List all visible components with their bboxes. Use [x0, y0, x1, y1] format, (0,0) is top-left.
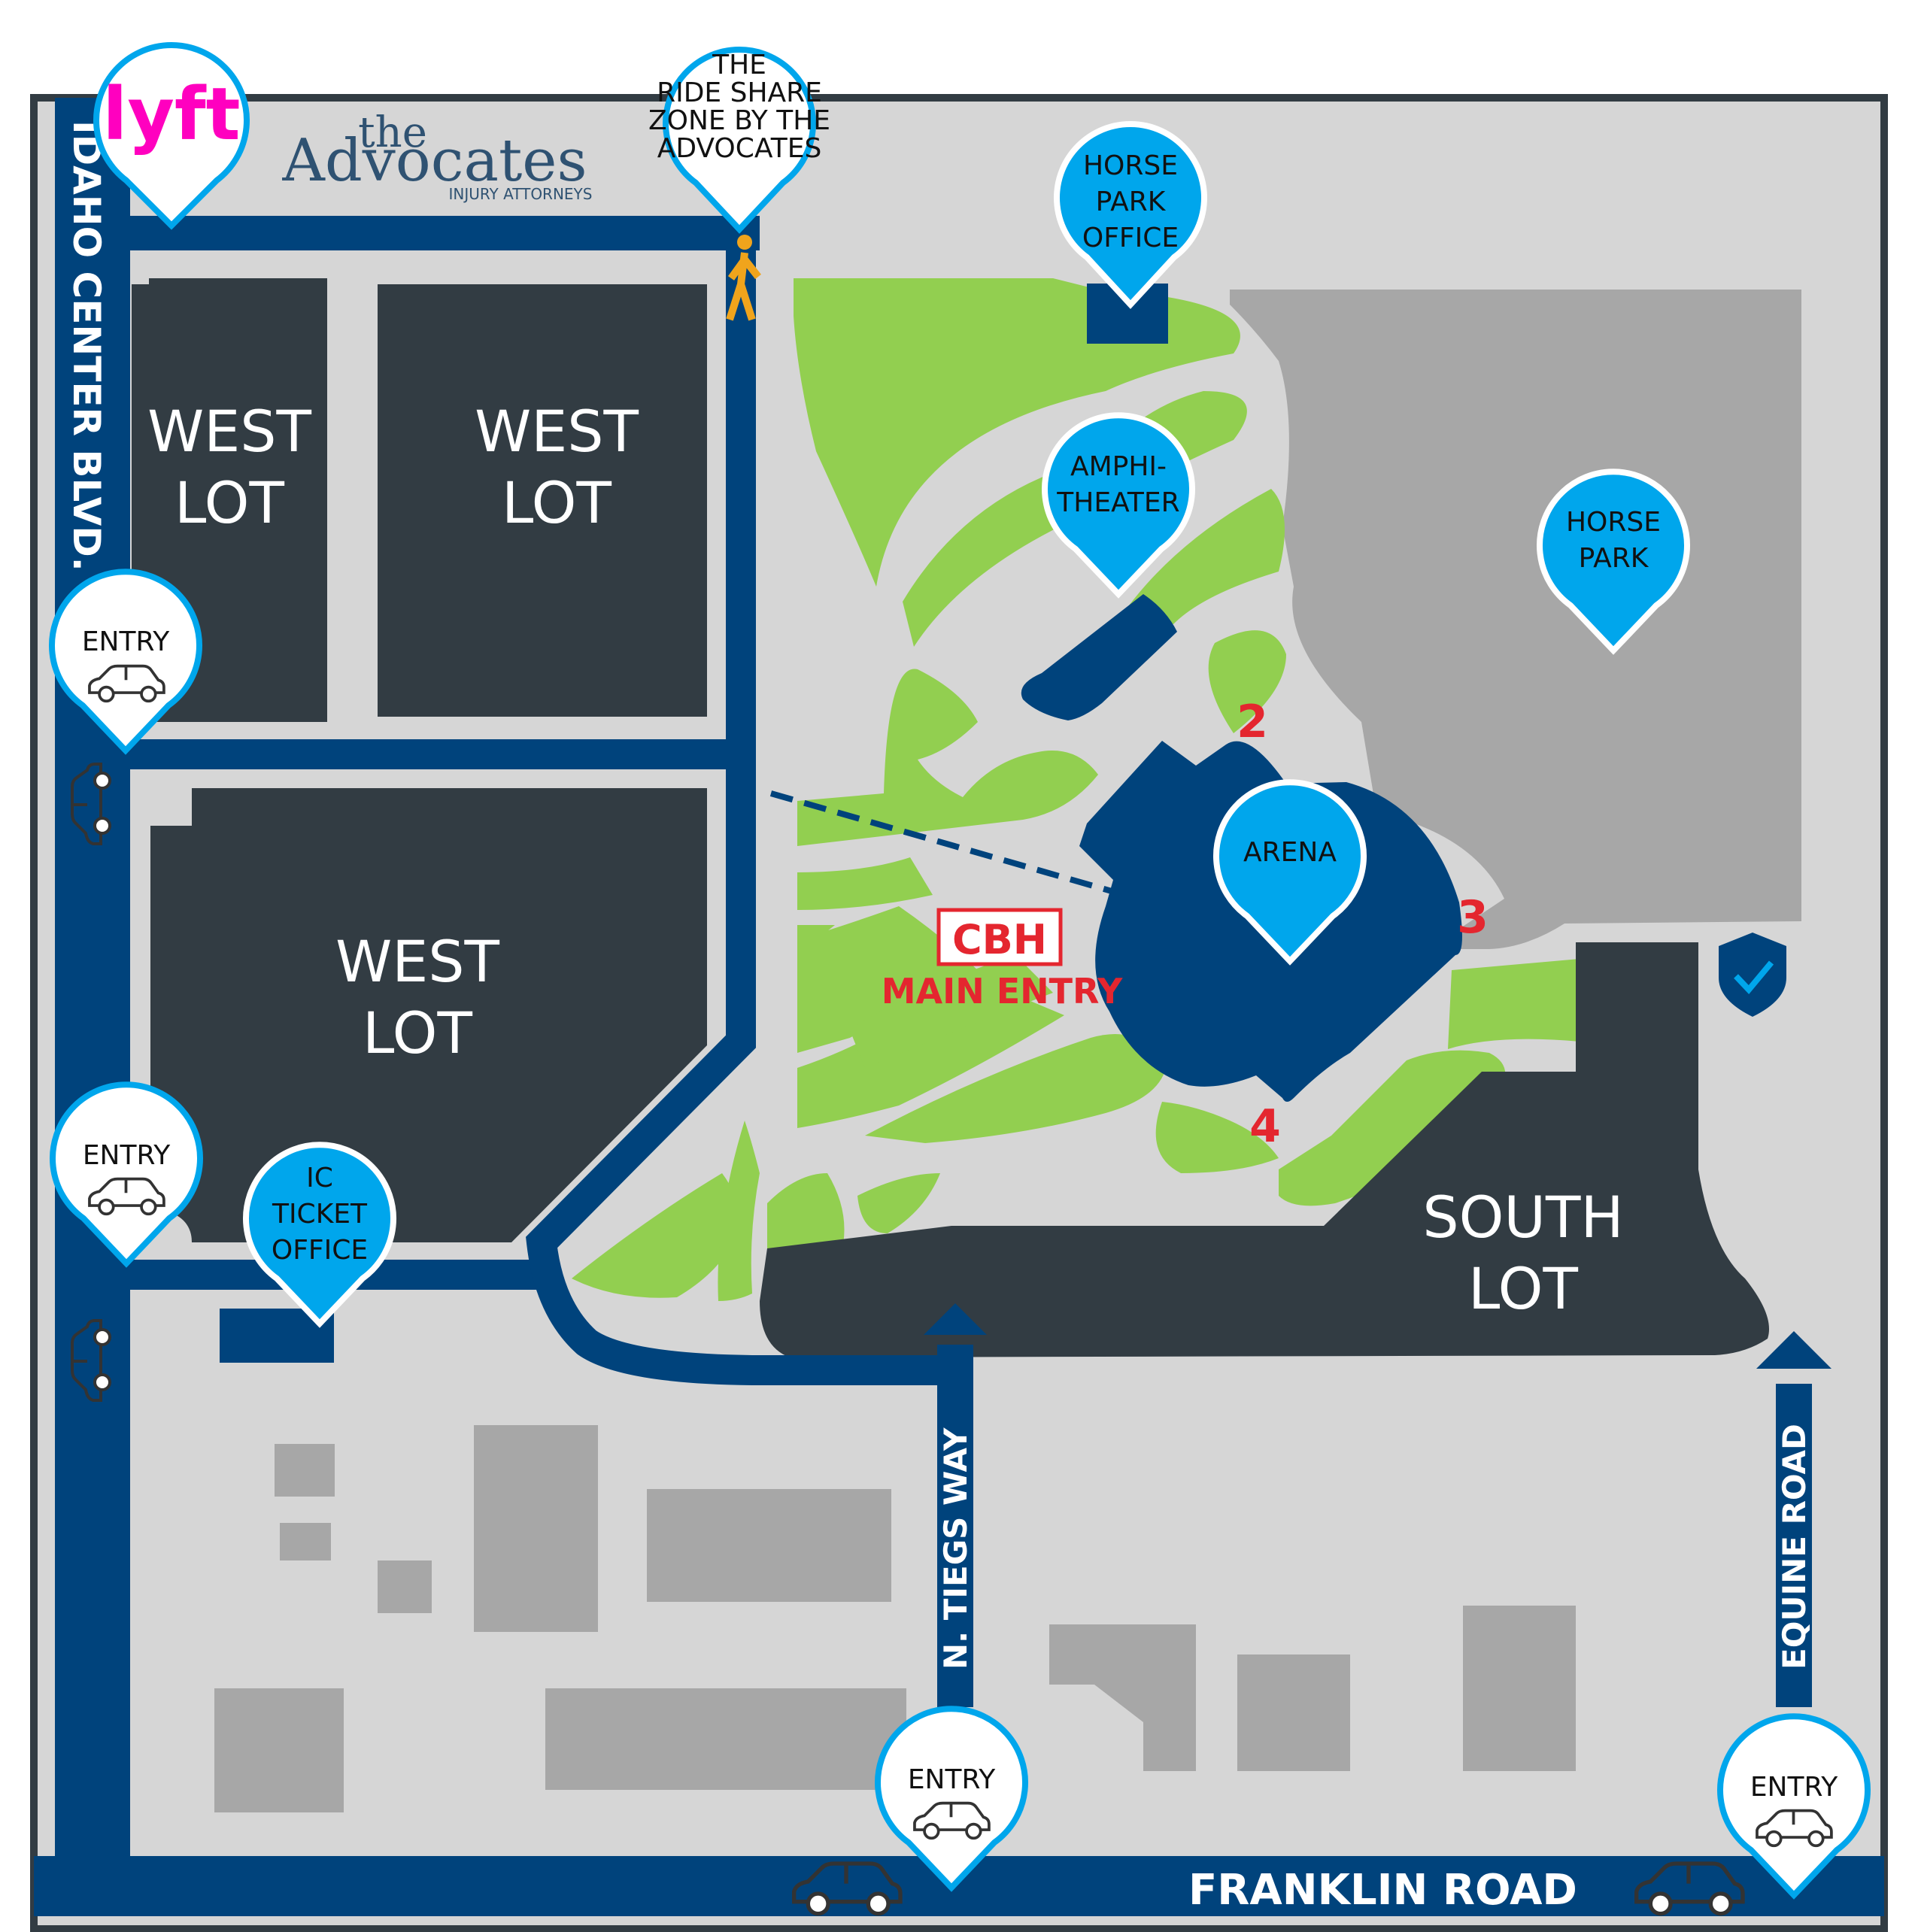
entry-label: ENTRY [908, 1764, 996, 1795]
amphitheater-pin[interactable]: AMPHI- THEATER [1042, 412, 1195, 599]
sponsor-name: Advocates [281, 127, 587, 195]
parking-lots [132, 278, 1769, 1357]
entry-pin-west-north[interactable]: ENTRY [49, 569, 202, 755]
rideshare-line-1: THE [712, 50, 766, 80]
horse-park-office-line-3: OFFICE [1082, 223, 1179, 253]
walkway [769, 790, 1113, 894]
security-shield-icon [1719, 933, 1786, 1017]
west-lot-a-label: WEST [147, 398, 311, 465]
horse-park-office-line-2: PARK [1096, 187, 1167, 217]
sponsor-tagline: INJURY ATTORNEYS [449, 185, 593, 203]
south-lot-label: SOUTH [1422, 1184, 1623, 1251]
west-lot-a-label-2: LOT [175, 469, 284, 536]
horse-park-pin[interactable]: HORSE PARK [1537, 469, 1690, 655]
sponsor-logo: the Advocates INJURY ATTORNEYS [281, 108, 592, 203]
gate-4: 4 [1249, 1100, 1281, 1153]
arena-label: ARENA [1243, 837, 1337, 868]
buildings [214, 1425, 1576, 1812]
entry-label: ENTRY [1750, 1772, 1838, 1803]
ticket-office-pin[interactable]: IC TICKET OFFICE [243, 1142, 396, 1328]
west-lot-b-label: WEST [475, 398, 639, 465]
south-lot-label-2: LOT [1468, 1255, 1578, 1322]
ticket-office-line-2: TICKET [272, 1199, 368, 1230]
amphitheater-building [1021, 594, 1177, 720]
horse-park-area [1230, 290, 1801, 949]
rideshare-zone-pin[interactable]: THE RIDE SHARE ZONE BY THE ADVOCATES [648, 47, 830, 234]
gate-2: 2 [1237, 696, 1268, 748]
arena-pin[interactable]: ARENA [1213, 779, 1367, 966]
entry-pin-tiegs[interactable]: ENTRY [875, 1706, 1028, 1892]
amphitheater-line-2: THEATER [1056, 487, 1179, 518]
west-lot-b-label-2: LOT [502, 469, 612, 536]
entry-label: ENTRY [82, 626, 170, 657]
lyft-pin[interactable]: lyft [93, 42, 250, 230]
road-label-idaho-center: IDAHO CENTER BLVD. [65, 120, 108, 572]
road-label-franklin: FRANKLIN ROAD [1188, 1866, 1577, 1915]
horse-park-office-pin[interactable]: HORSE PARK OFFICE [1054, 121, 1207, 309]
entry-pin-west-south[interactable]: ENTRY [50, 1081, 203, 1268]
horse-park-line-1: HORSE [1566, 507, 1661, 538]
rideshare-line-2: RIDE SHARE [657, 77, 822, 108]
rideshare-line-4: ADVOCATES [657, 133, 822, 164]
road-label-equine: EQUINE ROAD [1776, 1424, 1813, 1670]
entry-pin-equine[interactable]: ENTRY [1717, 1713, 1871, 1900]
horse-park-line-2: PARK [1579, 543, 1649, 574]
horse-park-office-line-1: HORSE [1083, 150, 1178, 181]
entry-label: ENTRY [83, 1140, 171, 1171]
tiegs-arrow [924, 1303, 987, 1335]
main-entry-marker[interactable]: CBH MAIN ENTRY [882, 908, 1123, 1011]
west-lot-c-label: WEST [335, 928, 499, 995]
equine-arrow [1756, 1331, 1832, 1369]
sponsor-small: the [358, 108, 427, 157]
gate-3: 3 [1457, 891, 1489, 944]
ticket-office-line-3: OFFICE [272, 1235, 368, 1266]
pedestrian-icon [726, 235, 761, 321]
lyft-logo: lyft [102, 72, 240, 156]
road-label-tiegs: N. TIEGS WAY [937, 1427, 974, 1670]
west-lot-c-label-2: LOT [363, 999, 472, 1066]
main-entry-label: MAIN ENTRY [882, 971, 1123, 1011]
rideshare-line-3: ZONE BY THE [648, 105, 830, 136]
ticket-office-line-1: IC [306, 1163, 333, 1193]
roads [34, 98, 1884, 1916]
cbh-logo: CBH [952, 916, 1047, 963]
amphitheater-line-1: AMPHI- [1070, 451, 1167, 482]
